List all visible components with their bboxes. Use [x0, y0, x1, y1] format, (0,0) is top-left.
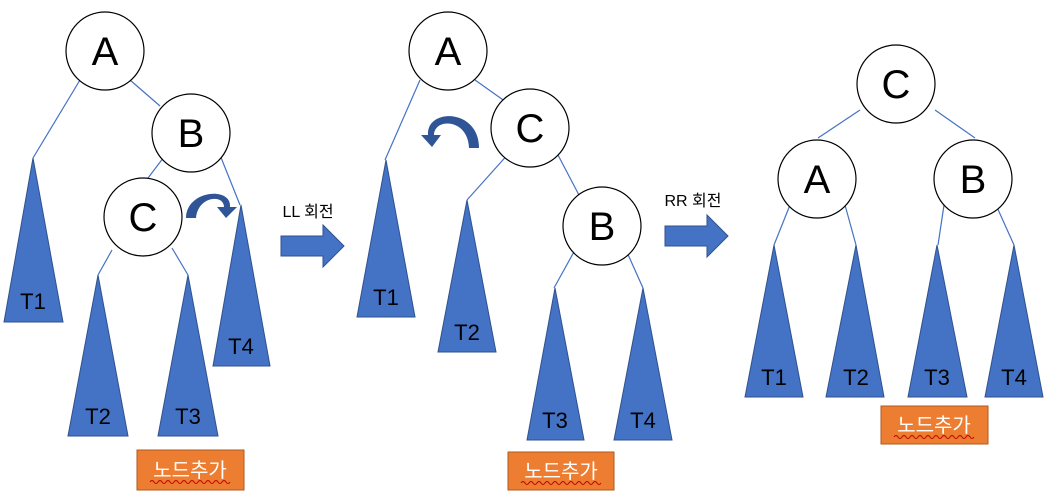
edge — [934, 109, 976, 139]
subtree-label: T4 — [630, 408, 656, 433]
add-node-tag-label: 노드추가 — [153, 459, 227, 482]
edge — [553, 249, 576, 289]
subtree-triangle — [212, 204, 271, 367]
subtree-label: T3 — [175, 404, 201, 429]
subtree-label: T2 — [454, 320, 480, 345]
tree-node — [933, 139, 1013, 219]
node-label: B — [178, 112, 205, 156]
edge — [773, 204, 791, 246]
add-node-tag: 노드추가 — [880, 405, 989, 445]
subtree-triangle — [907, 244, 968, 398]
edge — [384, 79, 421, 161]
subtree-label: T4 — [1001, 365, 1027, 390]
edge — [97, 249, 113, 276]
edge — [171, 247, 189, 276]
subtree-label: T1 — [761, 365, 787, 390]
node-label: C — [516, 107, 545, 151]
tree-node — [490, 88, 570, 168]
tree-1: T1 T2 T3 T4 A B C 노드추가 — [3, 11, 271, 491]
right-arrow-icon — [280, 223, 345, 269]
tree-3: T1 T2 T3 T4 C A B 노드추가 — [744, 44, 1044, 445]
edge — [557, 154, 581, 198]
subtree-triangle — [526, 287, 585, 441]
node-label: A — [92, 30, 119, 74]
rotate-clockwise-icon — [186, 193, 237, 218]
add-node-tag-label: 노드추가 — [524, 460, 598, 483]
subtree-triangle — [356, 159, 416, 318]
spellcheck-underline — [520, 481, 602, 485]
node-label: B — [960, 158, 987, 202]
rotate-counterclockwise-icon — [421, 116, 479, 148]
edge — [217, 149, 241, 206]
edge — [937, 204, 945, 246]
tree-node — [65, 11, 145, 91]
edge — [129, 79, 161, 107]
subtree-triangle — [984, 244, 1044, 398]
edge — [844, 204, 857, 246]
node-label: C — [882, 63, 911, 107]
tree-node — [103, 177, 183, 257]
ll-rotation-label: LL 회전 — [282, 203, 333, 221]
subtree-triangle — [3, 157, 64, 323]
right-arrow-icon — [664, 213, 729, 259]
add-node-tag: 노드추가 — [507, 451, 615, 491]
node-label: A — [804, 158, 831, 202]
node-label: A — [435, 30, 462, 74]
rr-rotation-label: RR 회전 — [665, 192, 722, 210]
edge — [995, 204, 1015, 246]
subtree-triangle — [67, 274, 129, 437]
subtree-label: T4 — [228, 334, 254, 359]
subtree-triangle — [613, 287, 673, 441]
subtree-label: T2 — [843, 365, 869, 390]
subtree-triangle — [744, 244, 804, 398]
subtree-label: T3 — [542, 408, 568, 433]
tree-3-edges — [773, 109, 1015, 246]
subtree-label: T2 — [85, 404, 111, 429]
tree-node — [408, 11, 488, 91]
spellcheck-underline — [893, 435, 975, 439]
ll-rotation-step: LL 회전 — [280, 203, 345, 269]
tree-node — [151, 93, 231, 173]
spellcheck-underline — [149, 480, 231, 484]
edge — [474, 79, 507, 103]
subtree-label: T1 — [373, 285, 399, 310]
edge — [817, 109, 861, 139]
edge — [625, 249, 644, 289]
subtree-triangle — [437, 199, 497, 353]
subtree-label: T1 — [20, 289, 46, 314]
tree-node — [562, 186, 642, 266]
add-node-tag: 노드추가 — [136, 449, 245, 491]
subtree-label: T3 — [924, 365, 950, 390]
add-node-tag-label: 노드추가 — [897, 414, 971, 437]
node-label: C — [129, 196, 158, 240]
tree-2-edges — [384, 79, 644, 289]
rr-rotation-step: RR 회전 — [664, 192, 729, 259]
node-label: B — [589, 205, 616, 249]
subtree-triangle — [157, 274, 219, 437]
edge — [466, 151, 511, 201]
edge — [32, 79, 81, 159]
tree-node — [856, 44, 936, 124]
tree-node — [777, 139, 857, 219]
subtree-triangle — [825, 244, 885, 398]
tree-2: T1 T2 T3 T4 A C B 노드추가 — [356, 11, 673, 491]
